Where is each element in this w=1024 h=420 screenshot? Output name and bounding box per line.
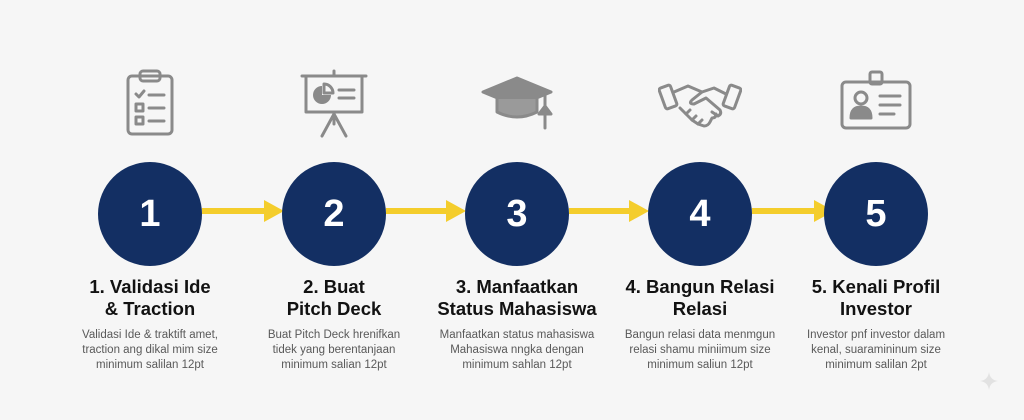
step-description: Investor pnf investor dalam kenal, suara…: [776, 328, 976, 373]
step-number-badge: 2: [282, 162, 386, 266]
step-number-badge: 3: [465, 162, 569, 266]
step-number-badge: 1: [98, 162, 202, 266]
graduation-cap-icon: [475, 68, 559, 140]
step-title: 4. Bangun Relasi Relasi: [600, 276, 800, 320]
step-description: Bangun relasi data menmgun relasi shamu …: [600, 328, 800, 373]
step-title: 5. Kenali Profil Investor: [776, 276, 976, 320]
step-description-line: minimum salilan 2pt: [825, 359, 927, 371]
presentation-board-icon: [292, 68, 376, 140]
sparkle-icon: [980, 372, 998, 390]
step-description-line: kenal, suaramininum size: [811, 344, 941, 356]
step-5: 5 5. Kenali Profil Investor Investor pnf…: [776, 0, 976, 420]
step-title-line: Relasi: [672, 298, 728, 319]
step-title-line: 4. Bangun Relasi: [625, 276, 775, 297]
step-title-line: Status Mahasiswa: [437, 298, 597, 319]
step-3: 3 3. Manfaatkan Status Mahasiswa Manfaat…: [417, 0, 617, 420]
step-title: 1. Validasi Ide & Traction: [50, 276, 250, 320]
step-title-line: 2. Buat: [303, 276, 365, 297]
step-number-badge: 4: [648, 162, 752, 266]
step-4: 4 4. Bangun Relasi Relasi Bangun relasi …: [600, 0, 800, 420]
step-2: 2 2. Buat Pitch Deck Buat Pitch Deck hre…: [234, 0, 434, 420]
step-title-line: 1. Validasi Ide: [89, 276, 211, 297]
step-description: Manfaatkan status mahasiswa Mahasiswa nn…: [417, 328, 617, 373]
step-title: 2. Buat Pitch Deck: [234, 276, 434, 320]
step-description-line: Mahasiswa nngka dengan: [450, 344, 584, 356]
step-title-line: 5. Kenali Profil: [811, 276, 941, 297]
step-description: Validasi Ide & traktift amet, traction a…: [50, 328, 250, 373]
arrow-1-to-2: [202, 199, 284, 223]
step-1: 1 1. Validasi Ide & Traction Validasi Id…: [50, 0, 250, 420]
step-title-line: Investor: [840, 298, 912, 319]
step-description: Buat Pitch Deck hrenifkan tidek yang ber…: [234, 328, 434, 373]
step-title: 3. Manfaatkan Status Mahasiswa: [417, 276, 617, 320]
step-description-line: minimum saliun 12pt: [647, 359, 753, 371]
step-description-line: Bangun relasi data menmgun: [624, 329, 776, 341]
step-description-line: minimum salian 12pt: [281, 359, 387, 371]
step-number-badge: 5: [824, 162, 928, 266]
step-description-line: tidek yang berentanjaan: [272, 344, 396, 356]
step-description-line: Manfaatkan status mahasiswa: [439, 329, 595, 341]
step-description-line: traction ang dikal mim size: [82, 344, 218, 356]
step-title-line: 3. Manfaatkan: [455, 276, 579, 297]
handshake-icon: [658, 68, 742, 140]
id-card-icon: [834, 68, 918, 140]
step-description-line: minimum salilan 12pt: [95, 359, 204, 371]
clipboard-checklist-icon: [108, 68, 192, 140]
step-description-line: Buat Pitch Deck hrenifkan: [267, 329, 401, 341]
step-title-line: & Traction: [104, 298, 196, 319]
step-description-line: Investor pnf investor dalam: [806, 329, 946, 341]
step-description-line: minimum sahlan 12pt: [462, 359, 572, 371]
step-description-line: Validasi Ide & traktift amet,: [82, 329, 218, 341]
step-description-line: relasi shamu miniimum size: [629, 344, 771, 356]
step-title-line: Pitch Deck: [286, 298, 382, 319]
arrow-2-to-3: [386, 199, 466, 223]
arrow-3-to-4: [569, 199, 649, 223]
